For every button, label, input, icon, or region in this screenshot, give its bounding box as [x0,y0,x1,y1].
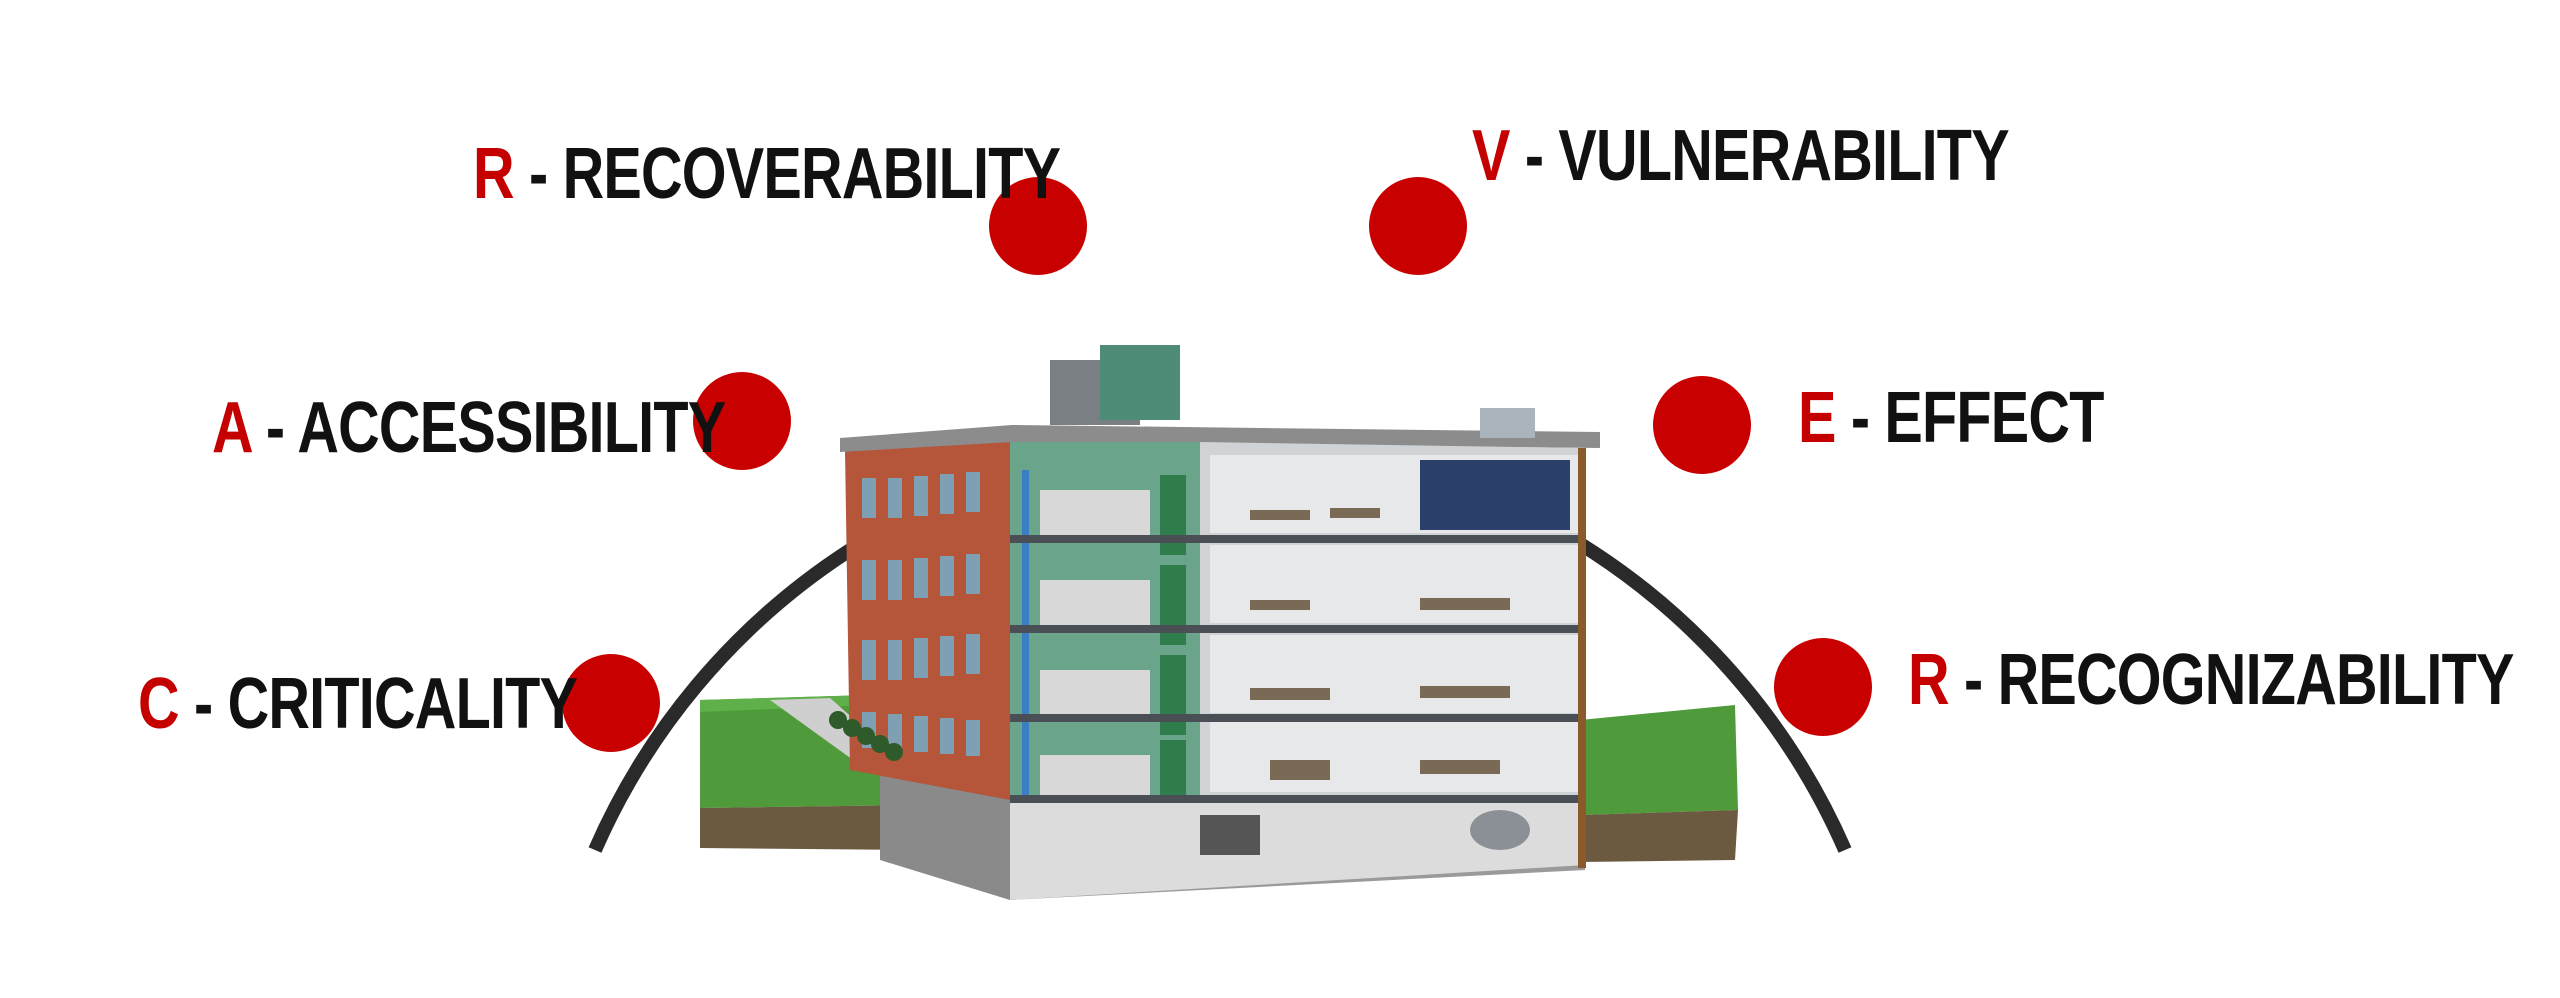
recognizability-dot [1774,638,1872,736]
label-vulnerability: V - VULNERABILITY [1472,120,2009,192]
label-letter: R [473,134,514,214]
label-accessibility: A - ACCESSIBILITY [212,392,725,464]
label-effect: E - EFFECT [1798,382,2104,454]
label-word: RECOVERABILITY [563,134,1061,214]
building-illustration [700,345,1738,900]
label-word: RECOGNIZABILITY [1998,640,2514,720]
label-letter: E [1798,378,1836,458]
label-letter: R [1908,640,1949,720]
label-letter: A [212,388,251,468]
vulnerability-dot [1369,177,1467,275]
label-letter: C [138,664,179,744]
label-recoverability: R - RECOVERABILITY [473,138,1060,210]
label-recognizability: R - RECOGNIZABILITY [1908,644,2514,716]
label-word: CRITICALITY [228,664,578,744]
label-word: EFFECT [1884,378,2103,458]
label-letter: V [1472,116,1510,196]
label-criticality: C - CRITICALITY [138,668,577,740]
ground-right [1580,705,1738,815]
effect-dot [1653,376,1751,474]
label-word: ACCESSIBILITY [297,388,725,468]
label-word: VULNERABILITY [1558,116,2008,196]
